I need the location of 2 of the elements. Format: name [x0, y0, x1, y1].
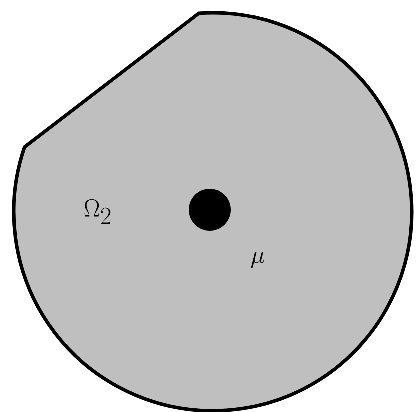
region-label: $\Omega_2$	[84, 199, 111, 224]
point-label: $\mu$	[251, 252, 265, 268]
